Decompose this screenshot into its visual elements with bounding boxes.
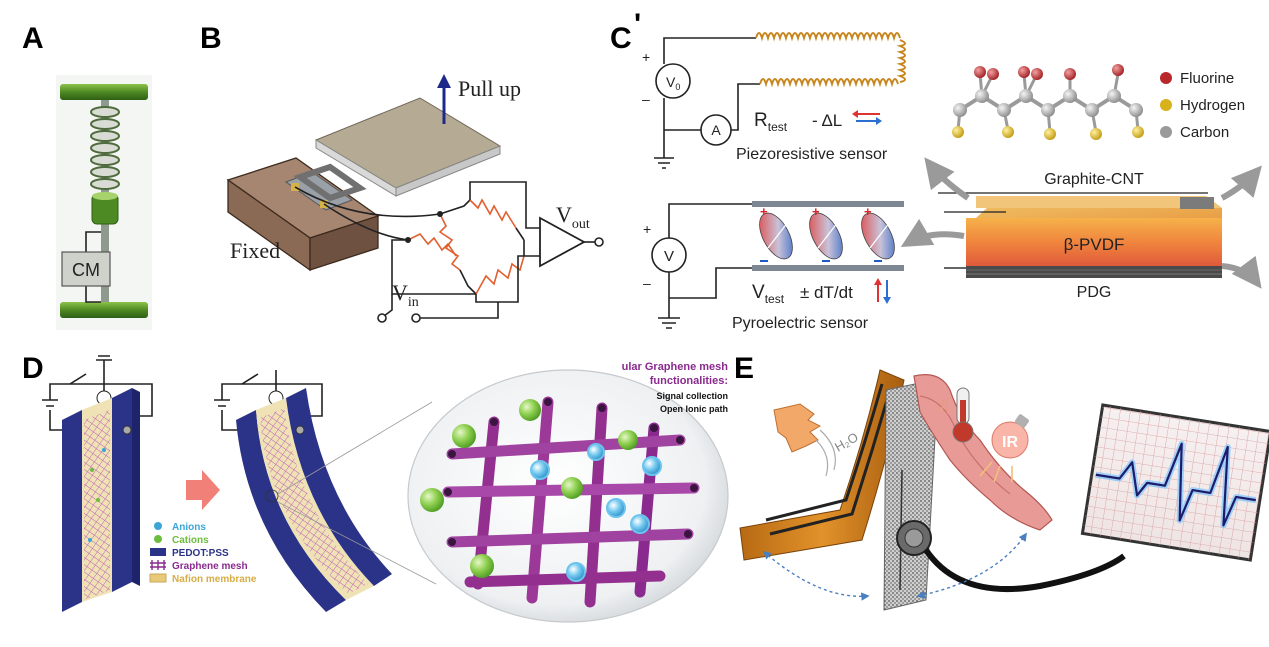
vout-label: Vout bbox=[556, 202, 590, 232]
bottom-electrode bbox=[752, 265, 904, 271]
thermometer-icon bbox=[941, 387, 974, 443]
piezoresistive-caption: Piezoresistive sensor bbox=[736, 146, 888, 163]
stretchable-sensor-illustration: CM bbox=[56, 75, 152, 330]
pyroelectric-circuit: V + – + + + Vtest ± dT/dt bbox=[643, 201, 904, 332]
anion-particles bbox=[530, 443, 662, 582]
actuator-straight bbox=[62, 388, 140, 612]
panel-c-tick-mark: ' bbox=[634, 8, 641, 41]
material-legend-label: Nafion membrane bbox=[172, 574, 257, 585]
op-amp bbox=[539, 216, 586, 268]
mesh-info-line-1: Signal collection bbox=[656, 391, 728, 401]
voltage-source-v bbox=[651, 237, 687, 273]
mesh-info-title-1: ular Graphene mesh bbox=[622, 361, 729, 373]
pyro-minus: – bbox=[643, 275, 651, 291]
material-legend-label: PEDOT:PSS bbox=[172, 548, 229, 559]
r-test-label: Rtest bbox=[754, 110, 788, 134]
layered-device: Graphite-CNT β-PVDF PDG bbox=[900, 157, 1262, 301]
panel-b: B Pull up Fixed bbox=[200, 22, 604, 323]
mesh-info-title-2: functionalities: bbox=[650, 375, 728, 387]
panel-b-label: B bbox=[200, 22, 222, 55]
cm-label: CM bbox=[72, 260, 100, 280]
ecg-monitor bbox=[1080, 403, 1269, 562]
water-label: H₂O bbox=[832, 429, 861, 454]
pyroelectric-caption: Pyroelectric sensor bbox=[732, 315, 869, 332]
piezo-minus: – bbox=[642, 91, 650, 107]
panel-c-label: C bbox=[610, 22, 632, 55]
transition-arrow bbox=[186, 470, 220, 510]
v0-label: V0 bbox=[666, 74, 680, 92]
layer-beta-pvdf: β-PVDF bbox=[1064, 235, 1125, 254]
piezo-plus: + bbox=[642, 49, 650, 65]
material-legend-label: Anions bbox=[172, 522, 206, 533]
atom-legend-marker bbox=[1160, 72, 1172, 84]
material-legend-swatch bbox=[150, 548, 166, 556]
pvdf-molecule bbox=[952, 64, 1144, 140]
actuator-bent bbox=[236, 388, 392, 612]
panel-d: D bbox=[22, 352, 729, 623]
dipoles: + + + bbox=[759, 204, 895, 262]
panel-e-label: E bbox=[734, 352, 754, 385]
dt-label: ± dT/dt bbox=[800, 283, 853, 302]
breath-source-icon bbox=[773, 403, 822, 453]
wheatstone-bridge bbox=[391, 181, 540, 303]
v-source-label: V bbox=[664, 248, 674, 265]
material-legend-swatch bbox=[154, 535, 162, 543]
svg-text:+: + bbox=[864, 204, 872, 219]
cation-particles bbox=[420, 399, 638, 578]
panel-e: E H₂O IR bbox=[734, 352, 1269, 611]
material-legend-swatch bbox=[154, 522, 162, 530]
panel-c: C ' V0 + – A Rtest - ΔL P bbox=[610, 8, 1262, 332]
pyro-plus: + bbox=[643, 221, 651, 237]
magnified-mesh-view bbox=[407, 369, 729, 623]
ammeter-label: A bbox=[711, 122, 721, 138]
atom-legend-marker bbox=[1160, 126, 1172, 138]
wavy-film bbox=[913, 374, 1053, 531]
atom-legend-label: Fluorine bbox=[1180, 70, 1234, 87]
cm-module bbox=[61, 251, 111, 287]
top-electrode bbox=[752, 201, 904, 207]
panel-d-label: D bbox=[22, 352, 44, 385]
ir-label: IR bbox=[1002, 434, 1018, 451]
delta-l-label: - ΔL bbox=[812, 111, 842, 130]
voltage-source-v0 bbox=[655, 63, 691, 99]
svg-text:+: + bbox=[812, 204, 820, 219]
layer-pdg: PDG bbox=[1077, 284, 1112, 301]
atom-legend-label: Hydrogen bbox=[1180, 97, 1245, 114]
material-legend-label: Graphene mesh bbox=[172, 561, 248, 572]
mesh-info-line-2: Open Ionic path bbox=[660, 404, 728, 414]
ir-bulb-icon: IR bbox=[979, 414, 1029, 483]
atom-legend-label: Carbon bbox=[1180, 124, 1229, 141]
material-legend-label: Cations bbox=[172, 535, 209, 546]
layer-graphite-cnt: Graphite-CNT bbox=[1044, 171, 1144, 188]
spring-coil bbox=[90, 106, 120, 190]
panel-a: A CM bbox=[22, 22, 152, 330]
pull-up-label: Pull up bbox=[458, 76, 521, 101]
curved-sensor-tape bbox=[739, 369, 905, 561]
material-legend-swatch bbox=[149, 573, 167, 583]
svg-text:+: + bbox=[760, 204, 768, 219]
atom-legend-marker bbox=[1160, 99, 1172, 111]
ammeter bbox=[700, 114, 732, 146]
vin-label: Vin bbox=[392, 280, 419, 310]
fixed-label: Fixed bbox=[230, 238, 280, 263]
material-legend-swatch bbox=[150, 560, 166, 570]
signal-cable bbox=[923, 548, 1126, 592]
panel-a-label: A bbox=[22, 22, 44, 55]
coil-spring-resistor bbox=[755, 32, 906, 88]
piezoresistive-circuit: V0 + – A Rtest - ΔL Piezoresistive senso… bbox=[642, 32, 906, 169]
v-test-label: Vtest bbox=[752, 282, 785, 306]
